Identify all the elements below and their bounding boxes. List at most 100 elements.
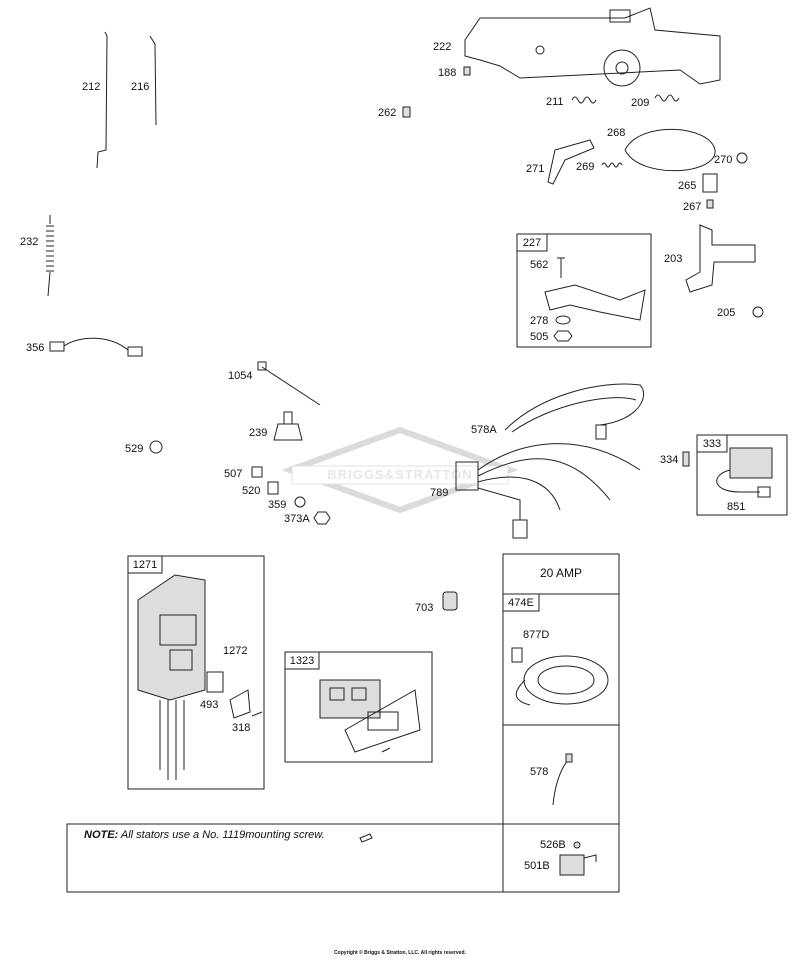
label-269: 269	[576, 161, 594, 173]
part-1054-tie	[257, 361, 321, 406]
label-270: 270	[714, 154, 732, 166]
box-1271-label: 1271	[133, 559, 157, 571]
part-271-lever	[547, 139, 595, 185]
label-703: 703	[415, 602, 433, 614]
part-265-clip	[702, 173, 718, 193]
part-labels: 212 216 222 188 262 211 209 268 271 269 …	[20, 41, 745, 872]
part-1272-receptacle-cover	[206, 671, 224, 693]
part-529-grommet	[149, 440, 163, 454]
label-268: 268	[607, 127, 625, 139]
part-262-screw	[402, 106, 411, 118]
label-216: 216	[131, 81, 149, 93]
part-209-spring	[654, 94, 680, 102]
box-227	[516, 233, 652, 348]
part-526b-screw	[573, 841, 581, 849]
part-703-clip	[442, 591, 458, 611]
label-520: 520	[242, 485, 260, 497]
part-877d-stator	[511, 647, 609, 706]
box-227-label: 227	[523, 237, 541, 249]
note-prefix: NOTE:	[84, 829, 119, 841]
part-373a-nut	[313, 511, 331, 525]
part-239-switch	[273, 411, 303, 441]
box-1323-label: 1323	[290, 655, 314, 667]
part-205-screw	[752, 306, 764, 318]
label-262: 262	[378, 107, 396, 119]
box-474e-label: 474E	[508, 597, 534, 609]
label-851: 851	[727, 501, 745, 513]
label-356: 356	[26, 342, 44, 354]
label-507: 507	[224, 468, 242, 480]
part-334-screw	[682, 451, 690, 467]
label-222: 222	[433, 41, 451, 53]
box-1271	[127, 555, 265, 790]
part-232-spring	[46, 215, 54, 297]
label-203: 203	[664, 253, 682, 265]
label-493: 493	[200, 699, 218, 711]
copyright-text: Copyright © Briggs & Stratton, LLC. All …	[334, 950, 466, 956]
part-578-wire	[552, 753, 573, 806]
label-1272: 1272	[223, 645, 247, 657]
watermark-text: BRIGGS&STRATTON	[327, 467, 472, 482]
part-216-rod	[149, 35, 157, 126]
part-268-cable	[624, 128, 716, 172]
part-270-nut	[736, 152, 748, 164]
part-505-nut	[553, 330, 573, 342]
part-269-spring	[601, 162, 623, 168]
label-278: 278	[530, 315, 548, 327]
box-333-label: 333	[703, 438, 721, 450]
label-505: 505	[530, 331, 548, 343]
label-578: 578	[530, 766, 548, 778]
label-239: 239	[249, 427, 267, 439]
label-188: 188	[438, 67, 456, 79]
part-333-coil	[716, 447, 773, 498]
stator-screw-note: NOTE: All stators use a No. 1119mounting…	[84, 829, 325, 841]
label-373a: 373A	[284, 513, 310, 525]
label-205: 205	[717, 307, 735, 319]
part-188-screw	[463, 66, 471, 76]
note-screw-icon	[359, 833, 373, 843]
amp-rating-label: 20 AMP	[539, 566, 583, 580]
watermark-logo: BRIGGS&STRATTON	[281, 426, 519, 514]
label-267: 267	[683, 201, 701, 213]
part-507-clip	[251, 466, 263, 478]
part-520-clip	[267, 481, 279, 495]
part-212-rod	[96, 31, 108, 169]
part-562-screw	[557, 257, 565, 278]
label-265: 265	[678, 180, 696, 192]
box-1323	[284, 651, 433, 763]
stator-kit-box	[502, 553, 620, 893]
label-1054: 1054	[228, 370, 252, 382]
part-493-bracket	[229, 689, 251, 719]
part-278-washer	[555, 315, 571, 325]
part-227-bracket	[544, 284, 646, 321]
part-1271-control-panel	[137, 574, 206, 780]
part-203-bracket	[685, 224, 756, 293]
part-501b-regulator	[559, 854, 597, 876]
box-333	[696, 434, 788, 516]
label-877d: 877D	[523, 629, 549, 641]
label-232: 232	[20, 236, 38, 248]
label-359: 359	[268, 499, 286, 511]
part-211-spring	[571, 96, 597, 104]
label-318: 318	[232, 722, 250, 734]
label-334: 334	[660, 454, 678, 466]
label-211: 211	[546, 96, 564, 108]
label-212: 212	[82, 81, 100, 93]
part-578a-harness	[504, 383, 645, 440]
label-789: 789	[430, 487, 448, 499]
part-789-harness	[455, 443, 641, 539]
label-271: 271	[526, 163, 544, 175]
part-267-screw	[706, 199, 714, 209]
part-222-bracket	[464, 7, 721, 87]
label-562: 562	[530, 259, 548, 271]
note-box	[66, 823, 504, 893]
part-359-washer	[294, 496, 306, 508]
part-356-wire	[49, 337, 143, 357]
label-578a: 578A	[471, 424, 497, 436]
label-209: 209	[631, 97, 649, 109]
label-529: 529	[125, 443, 143, 455]
note-text: All stators use a No. 1119mounting screw…	[120, 829, 325, 841]
label-501b: 501B	[524, 860, 550, 872]
part-1323-outlet	[319, 679, 421, 753]
